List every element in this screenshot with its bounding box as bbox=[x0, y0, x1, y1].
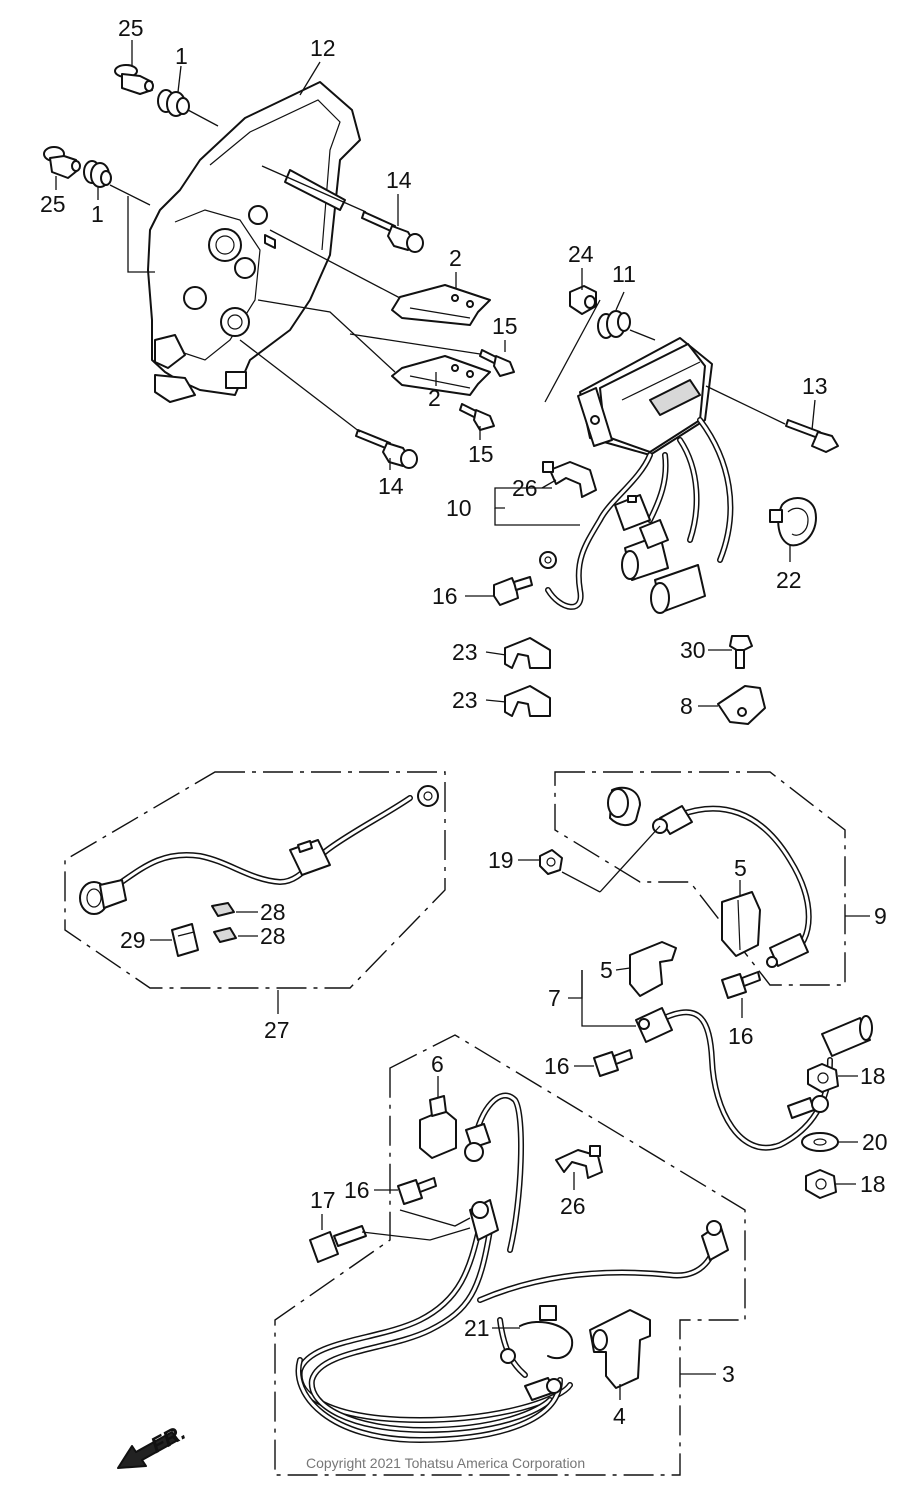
callout-15: 15 bbox=[492, 313, 518, 339]
copyright-notice: Copyright 2021 Tohatsu America Corporati… bbox=[306, 1455, 585, 1471]
callout-11: 11 bbox=[612, 261, 636, 287]
callout-23: 23 bbox=[452, 687, 478, 713]
clip-26-top bbox=[542, 461, 597, 498]
callout-16: 16 bbox=[728, 1023, 754, 1049]
callout-numbers: 25 1 12 25 1 14 2 15 2 15 14 24 11 13 26… bbox=[40, 15, 888, 1429]
callout-1: 1 bbox=[175, 43, 188, 69]
grommet-1-left bbox=[83, 160, 112, 188]
callout-19: 19 bbox=[488, 847, 514, 873]
callout-23: 23 bbox=[452, 639, 478, 665]
callout-3: 3 bbox=[722, 1361, 735, 1387]
callout-27: 27 bbox=[264, 1017, 290, 1043]
bolt-16-top bbox=[493, 576, 533, 606]
bolt-15-lower bbox=[459, 403, 495, 431]
callout-21: 21 bbox=[464, 1315, 490, 1341]
clamp-22 bbox=[769, 497, 817, 547]
clip-23-upper bbox=[504, 637, 551, 669]
callout-24: 24 bbox=[568, 241, 594, 267]
callout-26: 26 bbox=[512, 475, 538, 501]
nut-18-lower bbox=[805, 1169, 837, 1199]
kit-3-outline bbox=[274, 1034, 746, 1476]
callout-25: 25 bbox=[118, 15, 144, 41]
bracket-2-upper bbox=[391, 284, 491, 326]
bracket-plate bbox=[147, 81, 361, 403]
callout-25: 25 bbox=[40, 191, 66, 217]
grommet-1-top bbox=[157, 89, 190, 117]
callout-28: 28 bbox=[260, 923, 286, 949]
boot-4 bbox=[589, 1309, 651, 1389]
callout-20: 20 bbox=[862, 1129, 888, 1155]
bolt-13 bbox=[785, 419, 839, 453]
kit-9-outline bbox=[554, 771, 846, 986]
callout-2: 2 bbox=[449, 245, 462, 271]
bolt-30 bbox=[729, 635, 753, 669]
callout-18: 18 bbox=[860, 1171, 886, 1197]
callout-26: 26 bbox=[560, 1193, 586, 1219]
cable-9 bbox=[652, 805, 812, 968]
callout-16: 16 bbox=[432, 583, 458, 609]
callout-4: 4 bbox=[613, 1403, 626, 1429]
callout-5: 5 bbox=[600, 957, 613, 983]
boot-5-lower bbox=[629, 941, 677, 997]
terminal-28-upper bbox=[211, 902, 235, 917]
bolt-14-lower bbox=[355, 429, 418, 469]
cap-top bbox=[607, 786, 641, 826]
harness-27 bbox=[79, 785, 439, 915]
grommet-11 bbox=[597, 310, 631, 339]
bolt-17 bbox=[309, 1225, 367, 1263]
callout-1: 1 bbox=[91, 201, 104, 227]
callout-2: 2 bbox=[428, 385, 441, 411]
callout-28: 28 bbox=[260, 899, 286, 925]
callout-12: 12 bbox=[310, 35, 336, 61]
bolt-16-left bbox=[593, 1049, 633, 1077]
callout-16: 16 bbox=[544, 1053, 570, 1079]
collar-25-left bbox=[43, 146, 81, 179]
callout-13: 13 bbox=[802, 373, 828, 399]
callout-8: 8 bbox=[680, 693, 693, 719]
cable-tie-21 bbox=[519, 1305, 574, 1360]
callout-14: 14 bbox=[386, 167, 412, 193]
callout-16: 16 bbox=[344, 1177, 370, 1203]
callout-15: 15 bbox=[468, 441, 494, 467]
callout-29: 29 bbox=[120, 927, 146, 953]
kit-27-outline bbox=[64, 771, 446, 989]
nut-19 bbox=[539, 849, 563, 875]
callout-10: 10 bbox=[446, 495, 472, 521]
callout-9: 9 bbox=[874, 903, 887, 929]
rectifier-module bbox=[577, 337, 713, 456]
boot-5-upper bbox=[721, 891, 761, 957]
bolt-15-upper bbox=[479, 349, 515, 377]
callout-30: 30 bbox=[680, 637, 706, 663]
callout-18: 18 bbox=[860, 1063, 886, 1089]
nut-18-upper bbox=[807, 1063, 839, 1093]
clip-26-bottom bbox=[555, 1145, 603, 1179]
connector-29 bbox=[171, 923, 199, 957]
terminal-28-lower bbox=[213, 927, 237, 943]
callout-22: 22 bbox=[776, 567, 802, 593]
collar-24 bbox=[569, 285, 597, 315]
washer-20 bbox=[801, 1132, 839, 1152]
rectifier-harness bbox=[539, 417, 734, 614]
cable-7 bbox=[635, 1007, 873, 1151]
leader-lines bbox=[55, 40, 870, 1400]
callout-7: 7 bbox=[548, 985, 561, 1011]
collar-25-top bbox=[114, 64, 154, 95]
front-direction-icon bbox=[117, 1431, 179, 1469]
bolt-14-upper bbox=[361, 211, 424, 253]
clip-23-lower bbox=[504, 685, 551, 717]
callout-6: 6 bbox=[431, 1051, 444, 1077]
cap-6 bbox=[419, 1095, 457, 1159]
bracket-2-lower bbox=[391, 355, 491, 396]
plate-8 bbox=[717, 685, 766, 725]
callout-17: 17 bbox=[310, 1187, 336, 1213]
bolt-16-bottom bbox=[397, 1177, 437, 1205]
battery-cable bbox=[295, 1092, 729, 1443]
callout-14: 14 bbox=[378, 473, 404, 499]
bolt-16-mid bbox=[721, 971, 761, 999]
callout-5: 5 bbox=[734, 855, 747, 881]
